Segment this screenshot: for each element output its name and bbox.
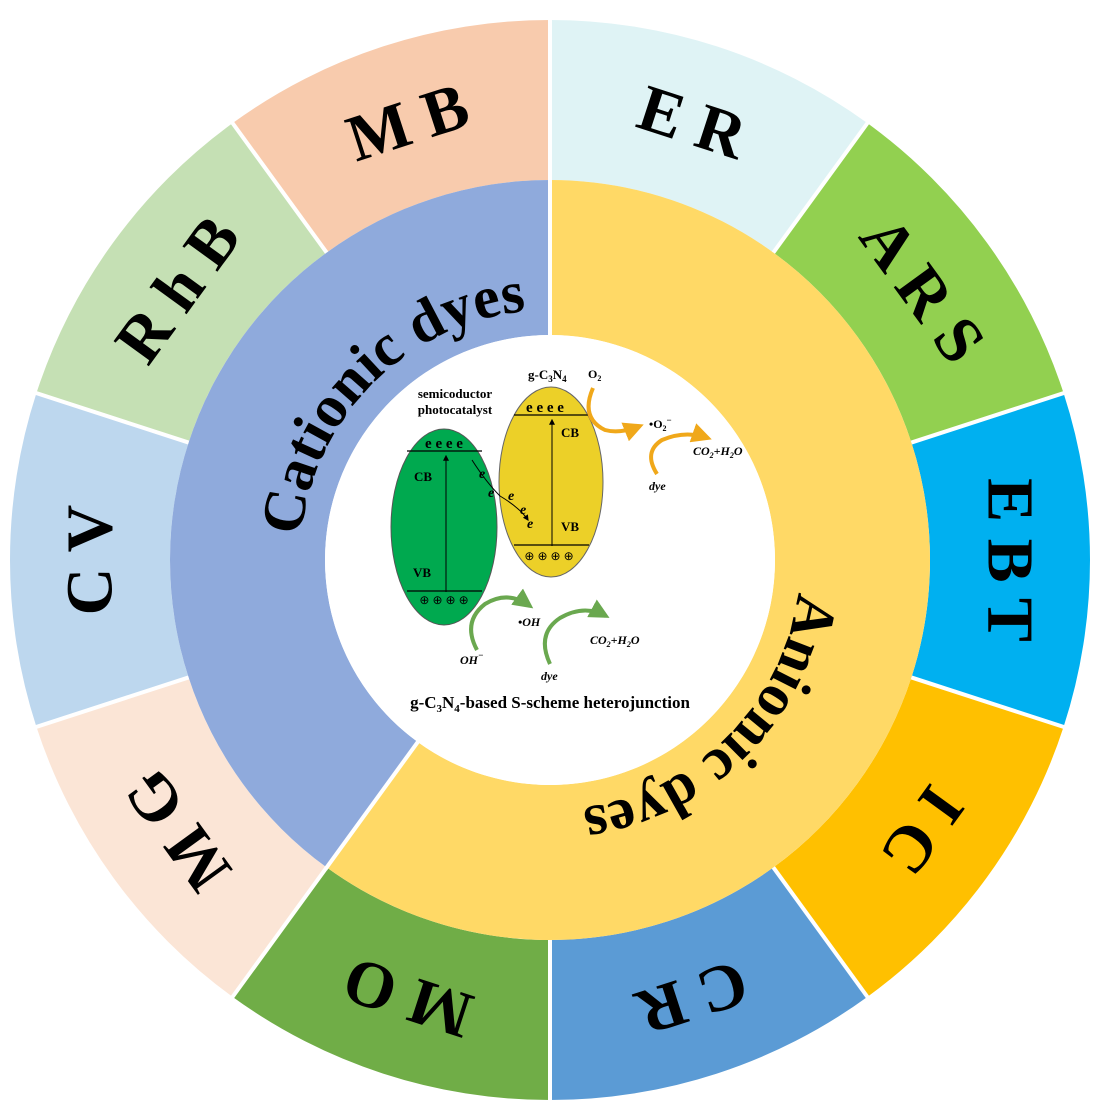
hydroxyl-dye-arrow — [542, 599, 610, 665]
outer-segment-ars — [773, 123, 1064, 443]
oh-minus-label: OH− — [460, 650, 483, 667]
gcn-ellipse — [498, 386, 604, 578]
superoxide-dye-arrow — [649, 423, 712, 476]
s-scheme-diagram: semicoductor photocatalyst g-C3N4 e e e … — [390, 367, 743, 715]
outer-segment-rhb — [36, 123, 327, 443]
outer-segment-mg — [36, 677, 327, 997]
dye-label-top: dye — [649, 479, 666, 493]
gcn-electrons: e e e e — [526, 400, 564, 416]
co2-h2o-top: CO2+H2O — [693, 444, 743, 460]
dye-label-bottom: dye — [541, 669, 558, 683]
superoxide-label: •O2− — [649, 415, 672, 433]
o2-reduction-arrow — [586, 387, 644, 442]
outer-label-ebt: E B T — [974, 478, 1047, 642]
outer-segment-cr — [550, 867, 868, 1100]
electron-transfer-arrow — [471, 459, 529, 521]
gcn-holes: ⊕ ⊕ ⊕ ⊕ — [524, 549, 573, 563]
outer-segment-er — [550, 20, 868, 253]
green-cb: CB — [414, 469, 432, 484]
outer-segment-mo — [232, 867, 550, 1100]
outer-segment-mb — [232, 19, 550, 253]
o2-label: O2 — [588, 367, 601, 383]
outer-ring: E RA R SE B TI CC RM OM GC VR h BM B — [10, 19, 1090, 1100]
semiconductor-label: semicoductor — [418, 386, 493, 401]
segment-separators — [33, 18, 1067, 1100]
outer-segment-ebt — [911, 393, 1090, 727]
transfer-electron-3: e — [508, 489, 514, 504]
semiconductor-ellipse — [390, 428, 498, 626]
gcn-vb: VB — [561, 519, 579, 534]
photocatalyst-label: photocatalyst — [418, 402, 493, 417]
oh-oxidation-arrow — [469, 588, 534, 651]
gcn-cb: CB — [561, 425, 579, 440]
transfer-electron-2: e — [488, 486, 494, 501]
outer-segment-cv — [10, 393, 189, 727]
green-holes: ⊕ ⊕ ⊕ ⊕ — [419, 593, 468, 607]
cationic-sector — [169, 179, 550, 868]
green-vb: VB — [413, 565, 431, 580]
green-electrons: e e e e — [425, 436, 463, 452]
co2-h2o-bottom: CO2+H2O — [590, 633, 640, 649]
outer-label-cv: C V — [54, 505, 127, 616]
gcn-label: g-C3N4 — [528, 367, 567, 384]
anionic-sector — [326, 180, 930, 940]
heterojunction-title: g-C3N4-based S-scheme heterojunction — [410, 693, 690, 715]
transfer-electron-5: e — [527, 517, 533, 532]
transfer-electron-1: e — [479, 467, 485, 482]
outer-segment-ic — [773, 677, 1064, 997]
hydroxyl-label: •OH — [518, 615, 541, 629]
transfer-electron-4: e — [520, 503, 526, 518]
